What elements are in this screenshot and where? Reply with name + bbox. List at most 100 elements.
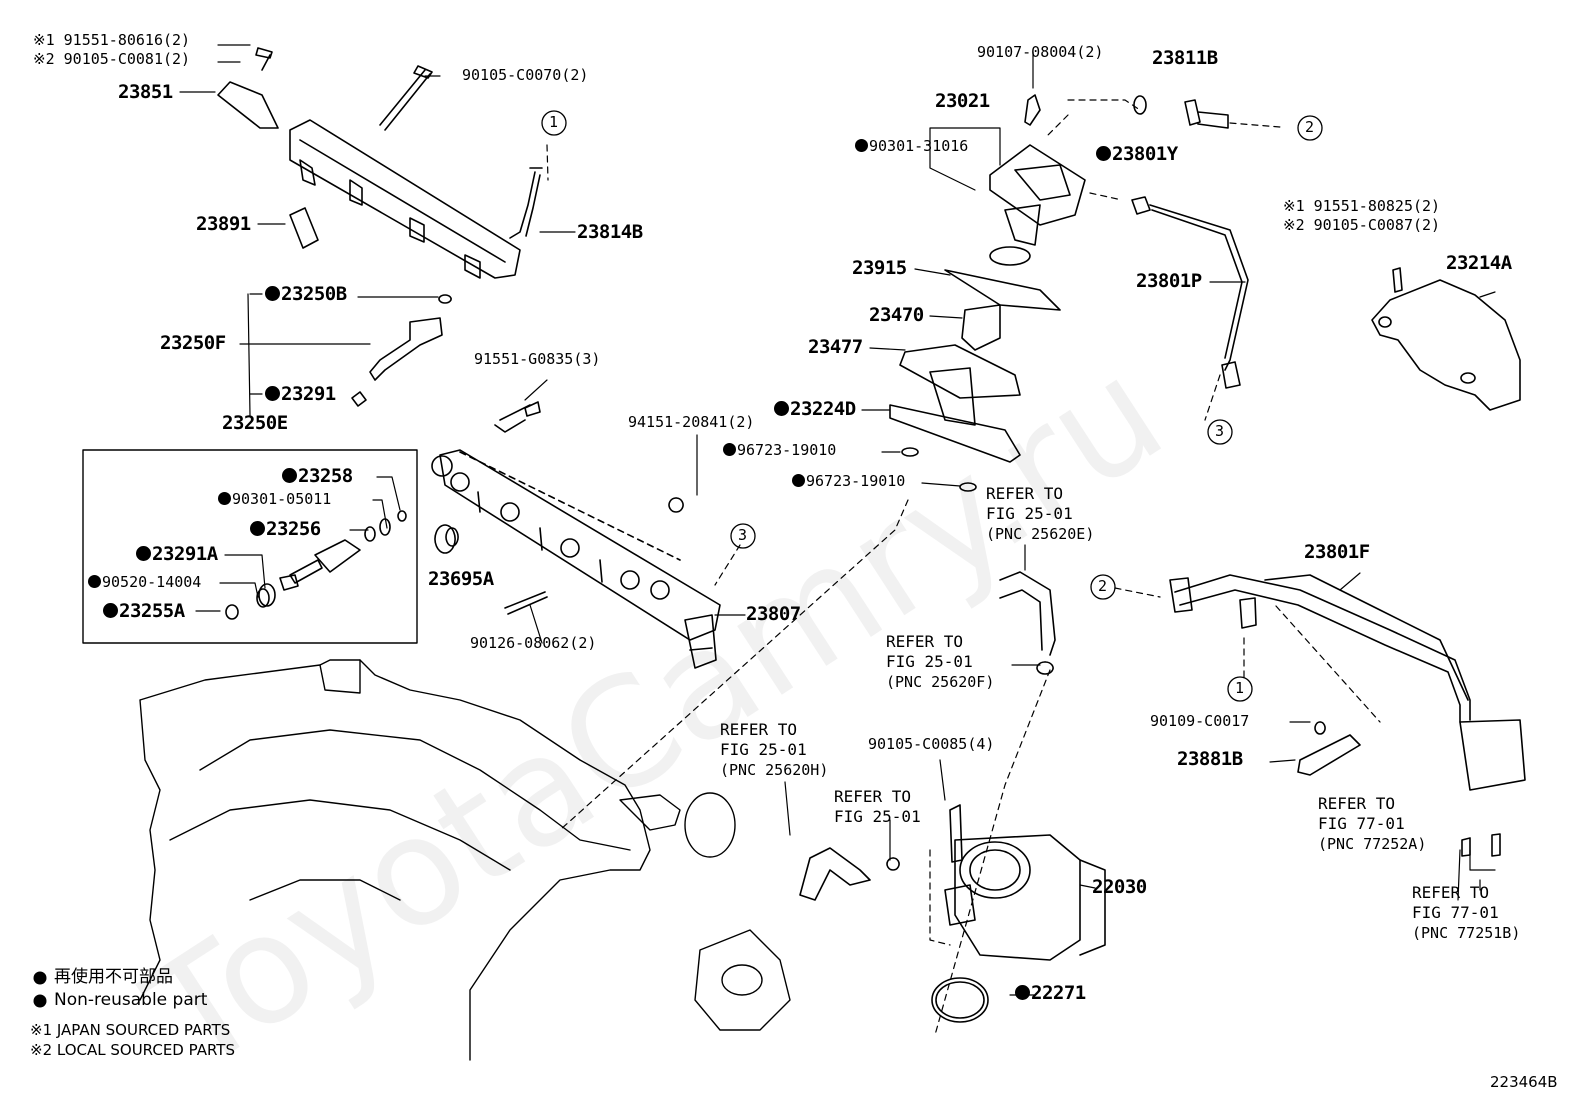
nonreusable-marker: [792, 474, 805, 487]
nonreusable-marker: [136, 546, 151, 561]
part-number: 23258: [298, 465, 353, 487]
part-23881B: 23881B: [1177, 748, 1243, 770]
refer-note-25620E: REFER TO FIG 25-01 (PNC 25620E): [986, 484, 1094, 544]
hoses-art: [799, 571, 1501, 901]
part-23250F: 23250F: [160, 332, 226, 354]
legend-local-sourced: ※2 LOCAL SOURCED PARTS: [30, 1041, 235, 1059]
part-number: 96723-19010: [806, 472, 906, 490]
part-90520-14004: 90520-14004: [88, 575, 201, 590]
part-23250E: 23250E: [222, 412, 288, 434]
refer-pnc: (PNC 77252A): [1318, 835, 1427, 853]
refer-pnc: (PNC 25620E): [986, 525, 1095, 543]
callout-2: 2: [1098, 577, 1108, 595]
injector-art: [351, 294, 452, 407]
refer-fig: FIG 25-01: [886, 652, 973, 671]
part-23291A: 23291A: [136, 545, 218, 564]
nonreusable-marker: [282, 468, 297, 483]
refer-note-25620H: REFER TO FIG 25-01 (PNC 25620H): [720, 720, 828, 780]
part-90126-08062: 90126-08062(2): [470, 634, 597, 652]
part-23224D: 23224D: [774, 400, 856, 419]
part-23021: 23021: [935, 90, 990, 112]
part-23801P: 23801P: [1136, 270, 1202, 292]
part-23291: 23291: [265, 385, 336, 404]
inset-box: [82, 449, 418, 644]
part-23470: 23470: [869, 304, 924, 326]
part-90109-C0017: 90109-C0017: [1150, 712, 1250, 730]
callout-1: 1: [549, 113, 559, 131]
refer-line: REFER TO: [1318, 794, 1396, 813]
part-number: 23801Y: [1112, 143, 1178, 165]
part-number: 90301-05011: [232, 490, 332, 508]
part-23801F: 23801F: [1304, 541, 1370, 563]
part-91551-80616: ※1 91551-80616(2): [33, 31, 191, 49]
part-23807: 23807: [746, 603, 801, 625]
nonreusable-marker: [218, 492, 231, 505]
part-23851: 23851: [118, 81, 173, 103]
nonreusable-marker: [855, 139, 868, 152]
part-90107-08004: 90107-08004(2): [977, 43, 1104, 61]
refer-fig: FIG 25-01: [720, 740, 807, 759]
nonreusable-marker: [265, 286, 280, 301]
fuel-rail-upper-art: [217, 47, 543, 279]
throttle-body-art: [931, 804, 1106, 1023]
callout-3: 3: [1215, 422, 1225, 440]
fuel-rail-lower-art: [431, 401, 721, 669]
nonreusable-marker: [265, 386, 280, 401]
refer-note-77252A: REFER TO FIG 77-01 (PNC 77252A): [1318, 794, 1426, 854]
refer-fig: FIG 77-01: [1318, 814, 1405, 833]
bracket-art: [1371, 267, 1521, 411]
part-number: 23224D: [790, 398, 856, 420]
nonreusable-marker: [1096, 146, 1111, 161]
legend-nonreusable-jp: 再使用不可部品: [54, 967, 173, 987]
part-91551-80825: ※1 91551-80825(2): [1283, 197, 1441, 215]
legend-japan-sourced: ※1 JAPAN SOURCED PARTS: [30, 1021, 231, 1039]
part-23891: 23891: [196, 213, 251, 235]
part-number: 22271: [1031, 982, 1086, 1004]
refer-note-25-01: REFER TO FIG 25-01: [834, 787, 921, 827]
part-number: 23250B: [281, 283, 347, 305]
refer-line: REFER TO: [720, 720, 798, 739]
part-90301-05011: 90301-05011: [218, 492, 331, 507]
refer-line: REFER TO: [1412, 883, 1490, 902]
part-23214A: 23214A: [1446, 252, 1512, 274]
part-23250B: 23250B: [265, 285, 347, 304]
refer-pnc: (PNC 77251B): [1412, 924, 1521, 942]
part-90105-C0085: 90105-C0085(4): [868, 735, 995, 753]
part-number: 90301-31016: [869, 137, 969, 155]
legend-nonreusable-en: Non-reusable part: [54, 990, 208, 1010]
part-90301-31016: 90301-31016: [855, 139, 968, 154]
refer-pnc: (PNC 25620H): [720, 761, 829, 779]
fuel-line-art: [1169, 574, 1526, 791]
part-23477: 23477: [808, 336, 863, 358]
part-number: 23291A: [152, 543, 218, 565]
part-96723-19010-a: 96723-19010: [723, 443, 836, 458]
callout-3: 3: [738, 526, 748, 544]
nonreusable-marker: [103, 603, 118, 618]
part-23255A: 23255A: [103, 602, 185, 621]
leader-lines: [179, 44, 1496, 1036]
part-number: 90520-14004: [102, 573, 202, 591]
nonreusable-marker: [88, 575, 101, 588]
part-23695A: 23695A: [428, 568, 494, 590]
part-23915: 23915: [852, 257, 907, 279]
callout-1: 1: [1235, 679, 1245, 697]
callout-2: 2: [1305, 118, 1315, 136]
refer-note-77251B: REFER TO FIG 77-01 (PNC 77251B): [1412, 883, 1520, 943]
part-22271: 22271: [1015, 984, 1086, 1003]
part-91551-G0835: 91551-G0835(3): [474, 350, 601, 368]
refer-fig: FIG 25-01: [834, 807, 921, 826]
nonreusable-marker: [723, 443, 736, 456]
part-number: 23255A: [119, 600, 185, 622]
refer-line: REFER TO: [886, 632, 964, 651]
part-94151-20841: 94151-20841(2): [628, 413, 755, 431]
refer-line: REFER TO: [834, 787, 912, 806]
part-23256: 23256: [250, 520, 321, 539]
part-23814B: 23814B: [577, 221, 643, 243]
refer-note-25620F: REFER TO FIG 25-01 (PNC 25620F): [886, 632, 994, 692]
part-23258: 23258: [282, 467, 353, 486]
part-90105-C0070: 90105-C0070(2): [462, 66, 589, 84]
part-90105-C0081: ※2 90105-C0081(2): [33, 50, 191, 68]
callout-circles: [541, 110, 1323, 702]
